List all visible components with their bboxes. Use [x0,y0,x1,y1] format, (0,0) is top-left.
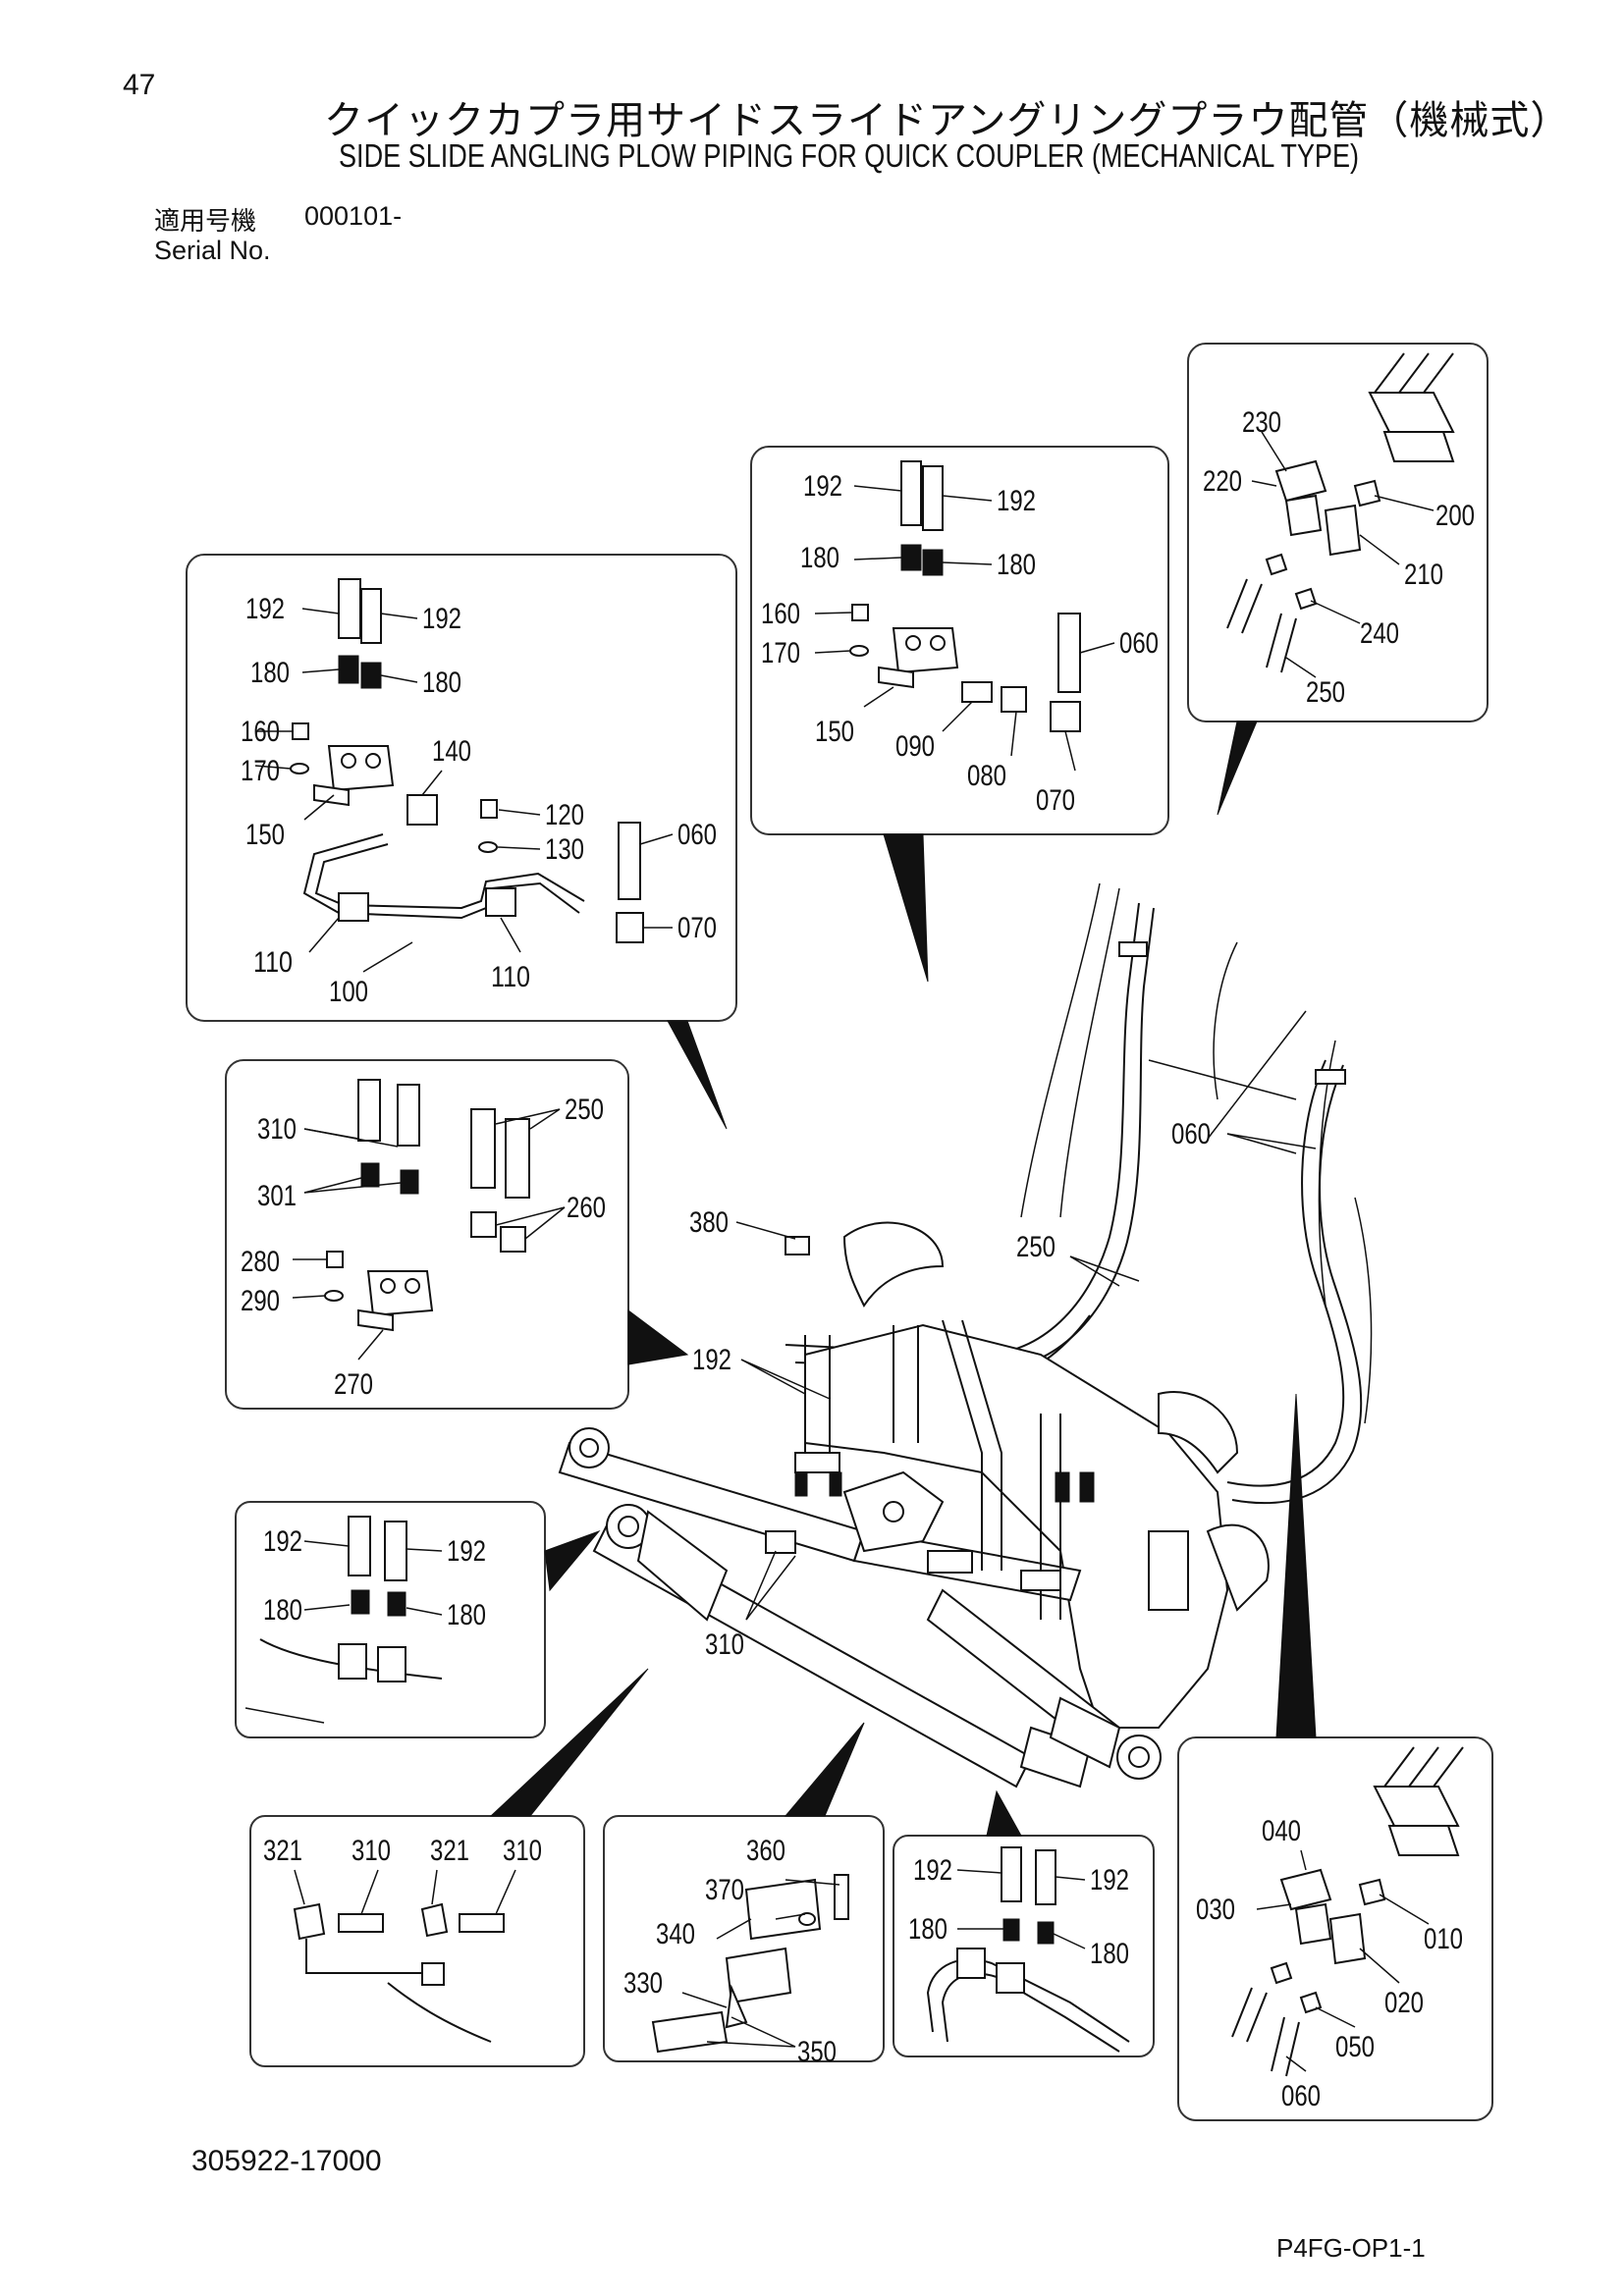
drawing-number: 305922-17000 [191,2145,382,2177]
part-callout-box-i-5: 060 [1281,2080,1321,2112]
part-callout-box-b-10: 070 [1036,784,1075,817]
part-callout-box-d-4: 280 [241,1246,280,1278]
part-callout-box-e-3: 180 [447,1599,486,1631]
detail-box-g [603,1722,885,2062]
part-callout-box-h-3: 180 [1090,1938,1129,1970]
part-callout-box-b-0: 192 [803,470,842,503]
part-callout-box-h-1: 192 [1090,1864,1129,1896]
part-callout-main-0: 380 [689,1206,729,1239]
part-callout-box-a-0: 192 [245,593,285,625]
part-callout-box-c-5: 250 [1306,676,1345,709]
part-callout-box-i-2: 010 [1424,1923,1463,1955]
part-callout-box-e-0: 192 [263,1525,302,1558]
part-callout-box-a-5: 170 [241,755,280,787]
part-callout-box-b-4: 160 [761,598,800,630]
part-callout-main-2: 060 [1171,1118,1211,1150]
part-callout-box-b-5: 170 [761,637,800,669]
part-callout-box-i-0: 040 [1262,1815,1301,1847]
part-callout-box-a-4: 160 [241,716,280,748]
part-callout-box-i-4: 050 [1335,2031,1375,2063]
part-callout-box-c-4: 240 [1360,617,1399,650]
part-callout-main-4: 310 [705,1629,744,1661]
part-callout-box-b-9: 080 [967,760,1006,792]
detail-box-i [1177,1393,1493,2121]
detail-box-d [225,1059,689,1410]
part-callout-box-e-1: 192 [447,1535,486,1568]
part-callout-box-a-11: 070 [677,912,717,944]
part-callout-box-g-2: 340 [656,1918,695,1950]
part-callout-box-f-0: 321 [263,1835,302,1867]
part-callout-box-b-2: 180 [800,542,839,574]
part-callout-box-a-9: 130 [545,833,584,866]
part-callout-box-c-3: 210 [1404,559,1443,591]
part-callout-box-a-6: 150 [245,819,285,851]
part-callout-box-b-7: 150 [815,716,854,748]
part-callout-box-a-3: 180 [422,667,461,699]
detail-box-f [249,1668,649,2067]
detail-box-b [750,446,1169,983]
part-callout-box-a-7: 140 [432,735,471,768]
part-callout-box-d-5: 290 [241,1285,280,1317]
page-title-english: SIDE SLIDE ANGLING PLOW PIPING FOR QUICK… [339,137,1360,174]
part-callout-box-a-13: 100 [329,976,368,1008]
part-callout-box-a-2: 180 [250,657,290,689]
part-callout-box-i-1: 030 [1196,1894,1235,1926]
part-callout-box-d-2: 301 [257,1180,297,1212]
part-callout-box-f-2: 321 [430,1835,469,1867]
part-callout-box-h-0: 192 [913,1854,952,1887]
part-callout-box-d-1: 250 [565,1094,604,1126]
page-code: P4FG-OP1-1 [1276,2233,1426,2263]
serial-number-value: 000101- [304,201,403,231]
part-callout-box-b-6: 060 [1119,627,1159,660]
serial-label-japanese: 適用号機 [154,207,257,237]
part-callout-box-c-0: 230 [1242,406,1281,439]
serial-label-english: Serial No. [154,236,271,265]
detail-box-c [1187,343,1489,816]
part-callout-box-g-3: 330 [623,1967,663,2000]
part-callout-box-a-14: 110 [491,961,530,993]
part-callout-box-b-8: 090 [895,730,935,763]
part-callout-main-1: 250 [1016,1231,1056,1263]
detail-box-a [186,554,737,1130]
part-callout-box-a-10: 060 [677,819,717,851]
part-callout-box-g-1: 370 [705,1874,744,1906]
part-callout-box-f-3: 310 [503,1835,542,1867]
part-callout-main-3: 192 [692,1344,731,1376]
page-title-japanese: クイックカプラ用サイドスライドアングリングプラウ配管（機械式） [324,98,1571,143]
part-callout-box-b-1: 192 [997,485,1036,517]
part-callout-box-a-12: 110 [253,946,293,979]
part-callout-box-c-2: 200 [1435,500,1475,532]
detail-box-e [235,1501,601,1738]
part-callout-box-g-0: 360 [746,1835,785,1867]
part-callout-box-a-1: 192 [422,603,461,635]
part-callout-box-f-1: 310 [352,1835,391,1867]
part-callout-box-b-3: 180 [997,549,1036,581]
part-callout-box-h-2: 180 [908,1913,947,1946]
part-callout-box-g-4: 350 [797,2036,837,2068]
part-callout-box-d-3: 260 [567,1192,606,1224]
page-number: 47 [123,69,156,101]
part-callout-box-d-0: 310 [257,1113,297,1146]
part-callout-box-a-8: 120 [545,799,584,831]
main-assembly-drawing [558,882,1373,1789]
part-callout-box-d-6: 270 [334,1368,373,1401]
main-leader-lines [735,1133,1317,1621]
part-callout-box-i-3: 020 [1384,1987,1424,2019]
part-callout-box-c-1: 220 [1203,465,1242,498]
part-callout-box-e-2: 180 [263,1594,302,1627]
detail-box-h [893,1789,1155,2057]
